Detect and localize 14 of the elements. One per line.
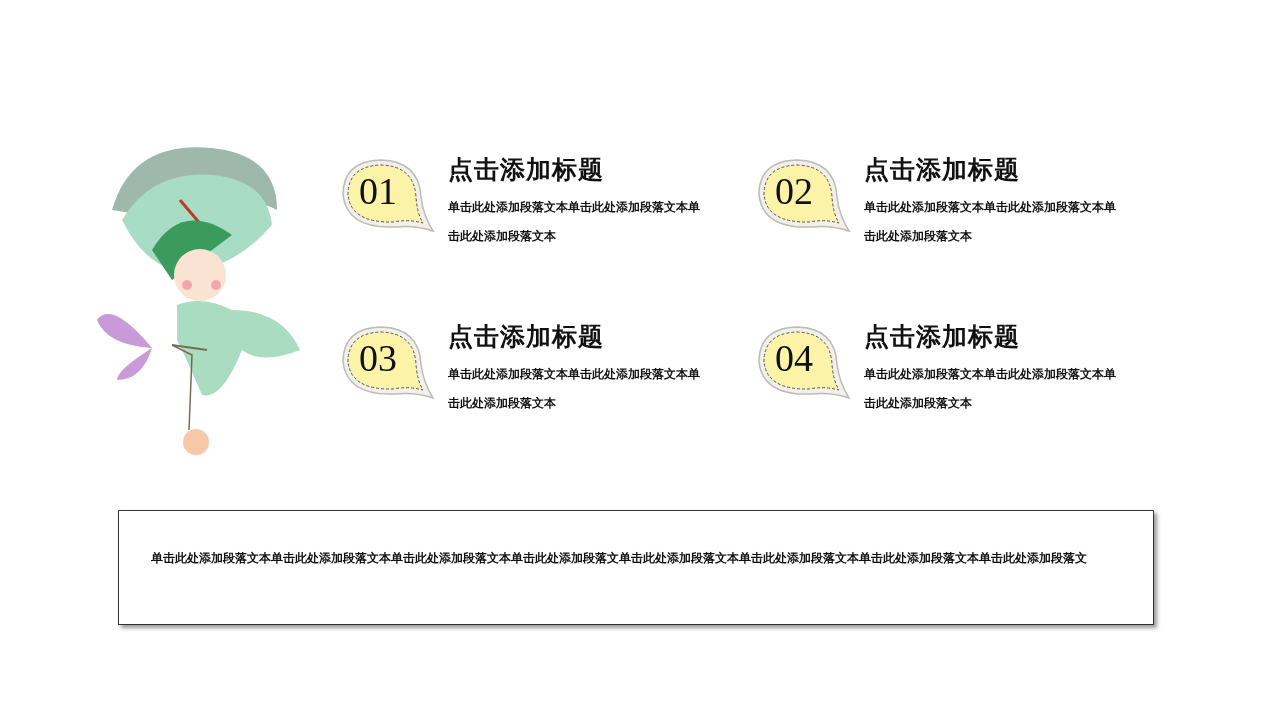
item-description: 单击此处添加段落文本单击此处添加段落文本单击此处添加段落文本 [864, 366, 1117, 412]
item-title: 点击添加标题 [864, 321, 1020, 353]
item-title: 点击添加标题 [864, 154, 1020, 186]
text-box [118, 510, 1154, 625]
item-number: 02 [774, 169, 814, 213]
item-number: 04 [774, 336, 814, 380]
item-title: 点击添加标题 [448, 321, 604, 353]
paragraph-text: 单击此处添加段落文本单击此处添加段落文本单击此处添加段落文本单击此处添加段落文单击此处添加段落文本单击此处添加段落文本单击此处添加段落文本单击此处添加段落文 [151, 550, 1088, 567]
item-title: 点击添加标题 [448, 154, 604, 186]
item-description: 单击此处添加段落文本单击此处添加段落文本单击此处添加段落文本 [864, 199, 1117, 245]
item-number: 03 [358, 336, 398, 380]
item-description: 单击此处添加段落文本单击此处添加段落文本单击此处添加段落文本 [448, 366, 701, 412]
item-description: 单击此处添加段落文本单击此处添加段落文本单击此处添加段落文本 [448, 199, 701, 245]
item-number: 01 [358, 169, 398, 213]
